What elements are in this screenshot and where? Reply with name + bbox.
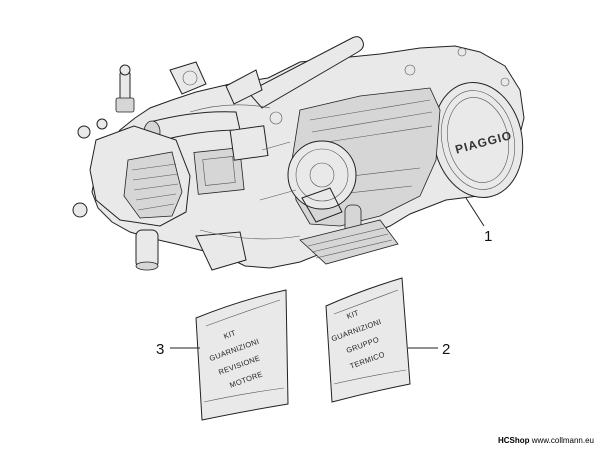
kit3-line1: KIT [222, 328, 237, 341]
callout-1-number: 1 [484, 228, 492, 245]
callout-1: 1 [465, 197, 492, 245]
throttle-body [193, 125, 269, 195]
footer-watermark: HCShop www.collmann.eu [498, 436, 594, 445]
transmission-cover: PIAGGIO [432, 82, 524, 198]
upper-pipe [225, 36, 364, 109]
cylinder-head [72, 118, 191, 227]
callout-2-number: 2 [442, 341, 450, 358]
gasket-kit-bag-3: KIT GUARNIZIONI REVISIONE MOTORE [195, 289, 289, 421]
gasket-kit-bag-2: KIT GUARNIZIONI GRUPPO TERMICO [325, 277, 411, 403]
callout-3-number: 3 [156, 341, 164, 358]
footer-url: www.collmann.eu [531, 436, 594, 445]
callout-2: 2 [408, 341, 450, 358]
callout-3: 3 [156, 341, 200, 358]
footer-shop: HCShop [497, 436, 530, 445]
engine-assembly: PIAGGIO [72, 36, 525, 271]
engine-lower [135, 219, 399, 271]
top-fittings [115, 61, 207, 113]
kit2-line1: KIT [345, 308, 360, 321]
